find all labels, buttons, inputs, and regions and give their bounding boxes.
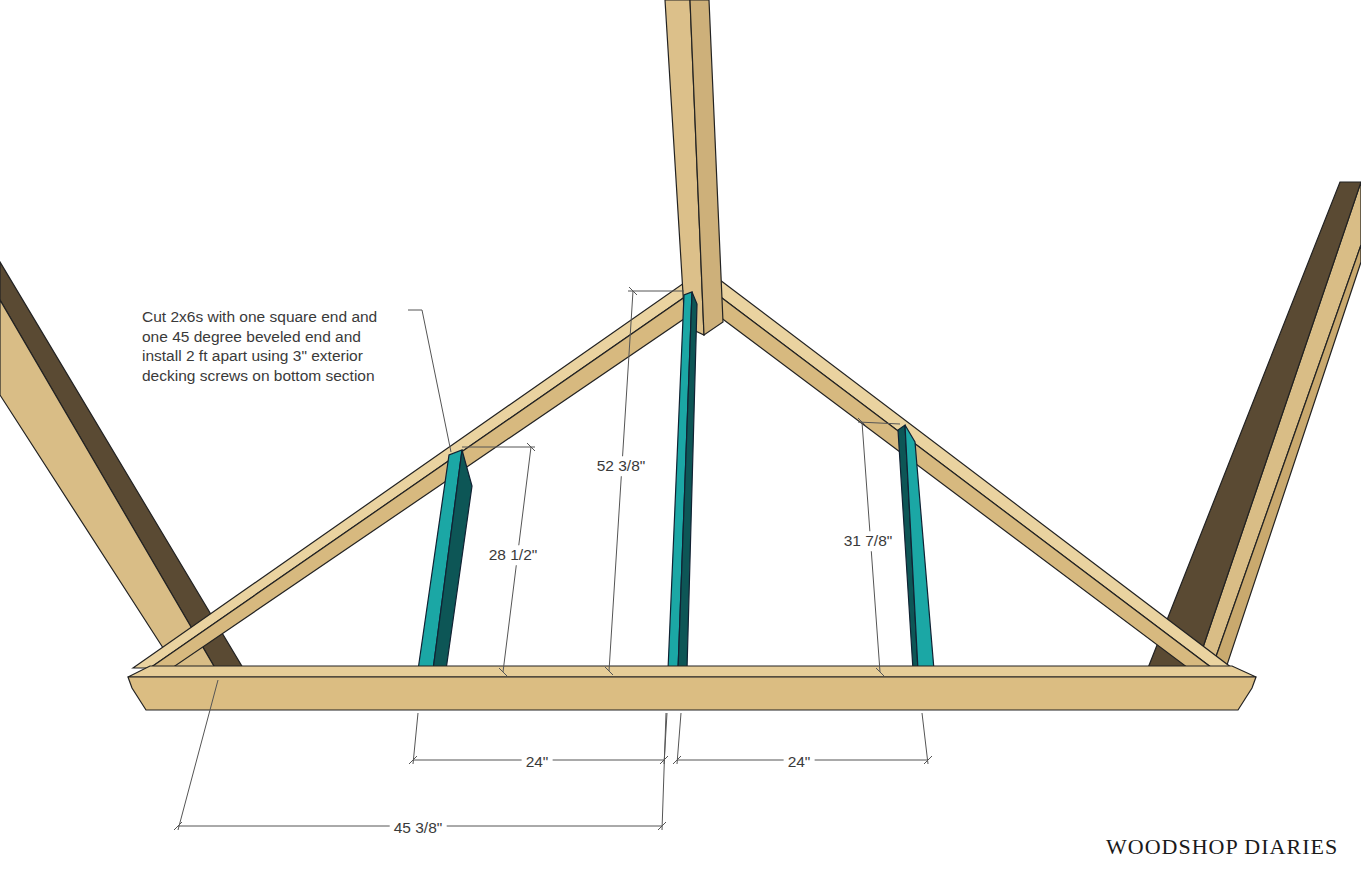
instruction-note: Cut 2x6s with one square end and one 45 … [142, 307, 394, 385]
watermark: WOODSHOP DIARIES [1106, 837, 1338, 857]
dimension-label: 24" [522, 752, 553, 772]
dimension-label: 24" [784, 752, 815, 772]
dimension-label: 52 3/8" [593, 456, 650, 476]
dimension-label: 45 3/8" [390, 818, 447, 838]
dimension-label: 28 1/2" [485, 545, 542, 565]
dimension-label: 31 7/8" [840, 531, 897, 551]
